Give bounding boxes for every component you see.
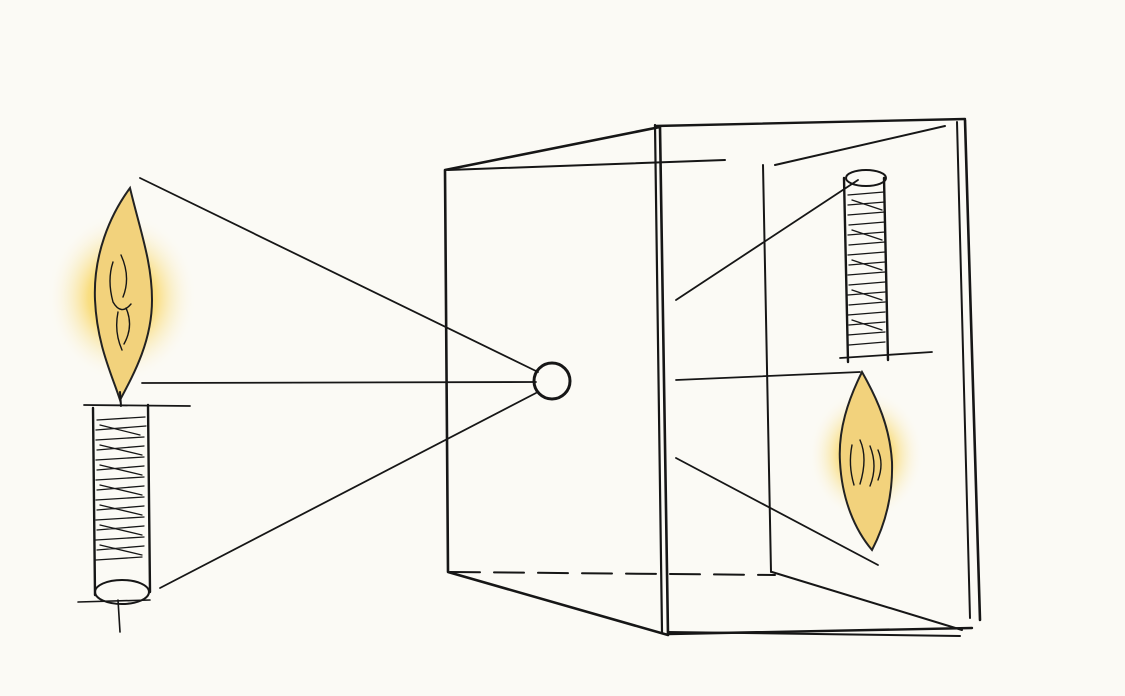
candle-projected-image bbox=[808, 170, 932, 550]
pinhole-camera-box bbox=[445, 119, 980, 636]
candle-body bbox=[78, 405, 190, 632]
candle-object bbox=[47, 188, 197, 632]
light-rays-incoming bbox=[140, 178, 538, 588]
box-front-face bbox=[445, 127, 668, 635]
projected-candle-body bbox=[840, 170, 932, 362]
box-hidden-edge bbox=[450, 572, 775, 575]
pinhole bbox=[534, 363, 570, 399]
candle-wick bbox=[120, 392, 121, 406]
